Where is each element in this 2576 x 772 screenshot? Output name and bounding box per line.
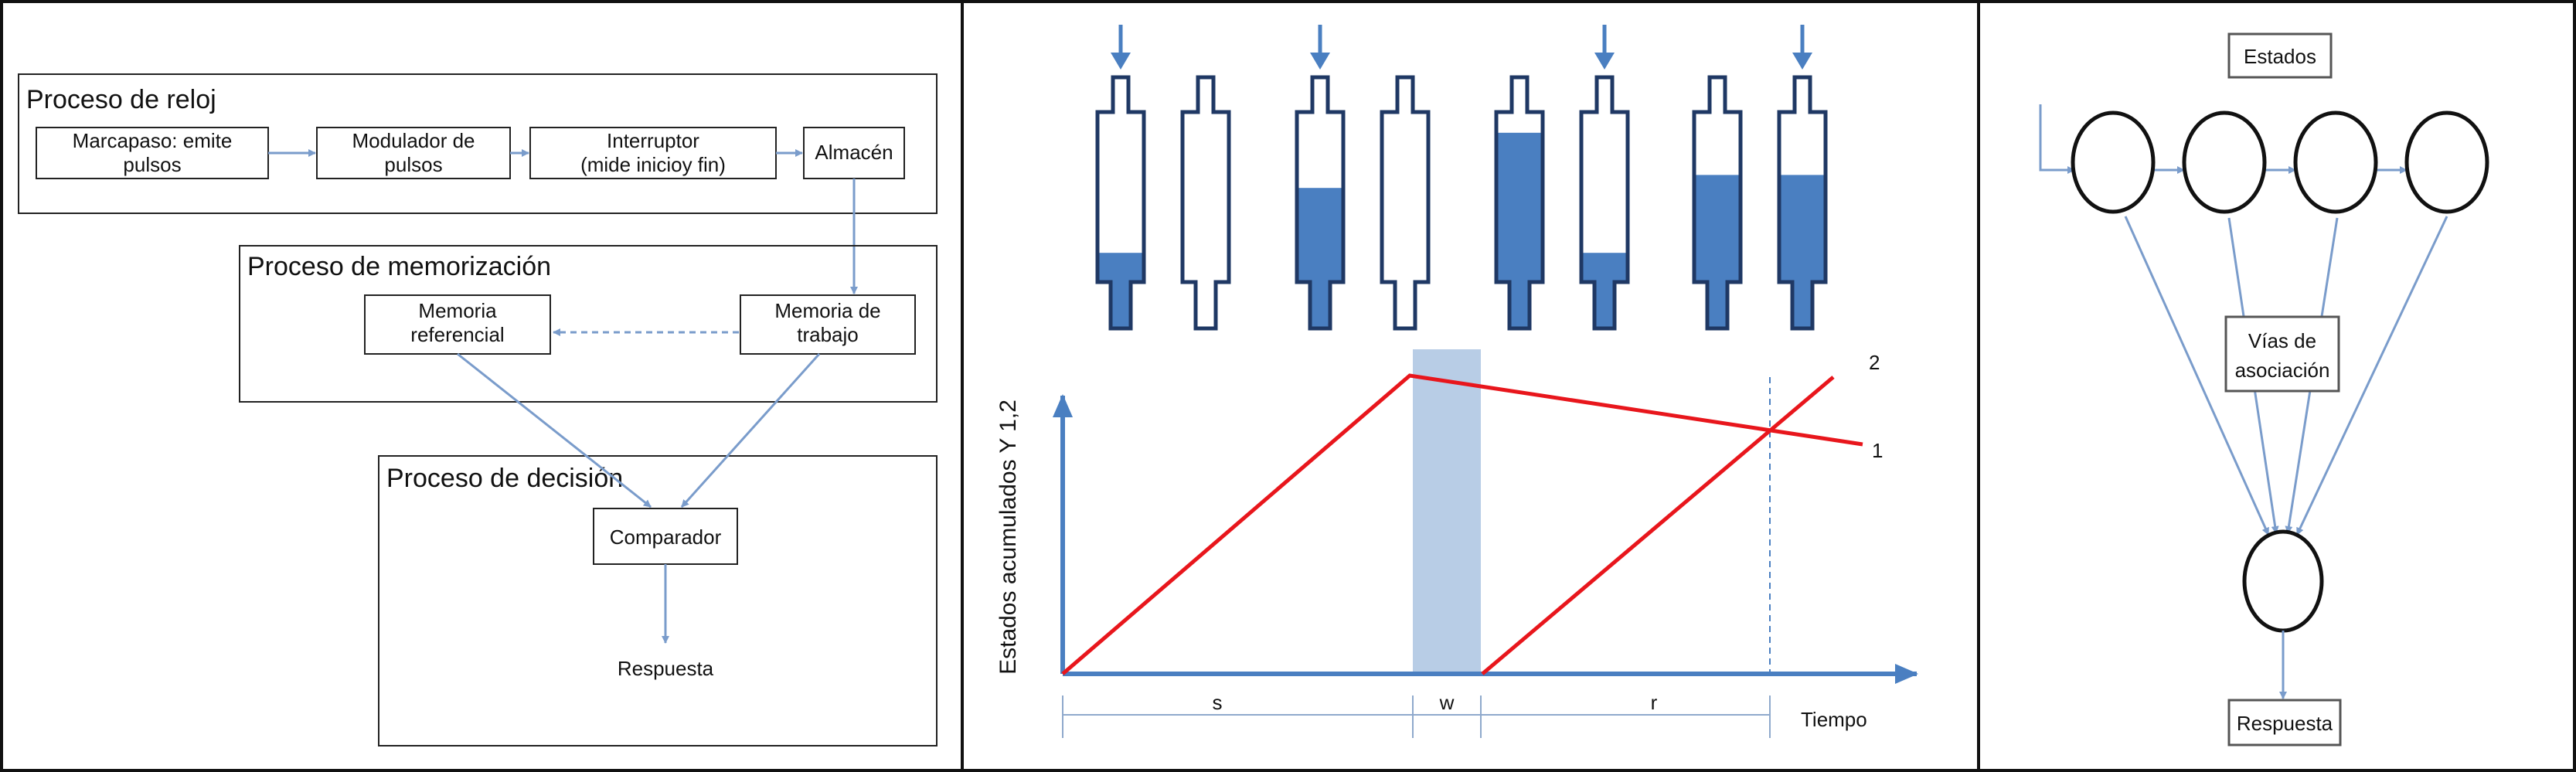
y-axis-label: Estados acumulados Y 1,2 (995, 400, 1021, 675)
working-memory-box (740, 294, 916, 355)
reference-memory-line-1: Memoria (418, 299, 497, 322)
container-4-left-nozzle-fill (1709, 281, 1726, 327)
modulator-line-2: pulsos (384, 153, 442, 176)
container-3-right (1579, 75, 1630, 331)
container-2-left-fill (1298, 188, 1342, 282)
memory-process-box (239, 245, 938, 403)
container-4-right-nozzle-fill (1794, 281, 1811, 327)
states-label: Estados (2244, 45, 2316, 68)
container-2-right (1380, 75, 1431, 331)
container-1-arrow-head (1111, 53, 1131, 70)
container-3-right-nozzle-fill (1596, 281, 1613, 327)
container-1-left (1095, 75, 1146, 331)
pacemaker-line-1: Marcapaso: emite (73, 129, 233, 152)
x-axis-label: Tiempo (1801, 708, 1867, 731)
accumulator-box (803, 127, 905, 179)
switch-line-1: Interruptor (607, 129, 699, 152)
decision-process-box (378, 455, 938, 746)
pathways-box (2224, 315, 2340, 393)
container-3-right-fill (1583, 253, 1626, 282)
pathways-line-2: asociación (2235, 359, 2330, 382)
response-label-c: Respuesta (2237, 712, 2333, 735)
container-4-arrow-head (1792, 53, 1812, 70)
pathway-4 (2295, 216, 2448, 536)
containers-row (1095, 25, 1828, 331)
segment-r-label: r (1651, 691, 1658, 714)
container-1-left-fill (1099, 253, 1142, 282)
panel-a: Proceso de reloj Marcapaso: emite pulsos… (18, 73, 938, 746)
line-1 (1061, 373, 1863, 675)
comparator-label: Comparador (610, 525, 722, 549)
state-node-2 (2182, 111, 2267, 214)
arrow-working-to-comparator (680, 352, 821, 508)
line-1-label: 1 (1872, 439, 1883, 462)
clock-process-box (18, 73, 938, 214)
container-4-left (1692, 75, 1743, 331)
container-3-arrow-head (1594, 53, 1615, 70)
switch-box (529, 127, 777, 179)
arrow-reference-to-comparator (457, 352, 652, 508)
container-2-left-nozzle-fill (1312, 281, 1329, 327)
clock-process-title: Proceso de reloj (26, 85, 216, 114)
segment-bracket (1062, 695, 1771, 738)
panel-c: Estados Vías de asociación Respuesta (2039, 32, 2489, 746)
container-3-left-fill (1498, 132, 1541, 282)
accumulator-label: Almacén (815, 141, 893, 164)
line-2 (1481, 376, 1835, 675)
states-box (2227, 32, 2333, 79)
pathway-1 (2124, 216, 2270, 536)
container-4-right-fill (1781, 175, 1824, 282)
comparator-box (593, 508, 738, 565)
container-4-right (1777, 75, 1828, 331)
pacemaker-line-2: pulsos (123, 153, 181, 176)
switch-line-2: (mide inicioy fin) (580, 153, 726, 176)
container-2-left (1295, 75, 1346, 331)
panel-b: 2 1 Estados acumulados Y 1,2 s w r Tiemp… (995, 25, 1918, 738)
reference-memory-line-2: referencial (410, 323, 504, 346)
response-node (2242, 529, 2324, 633)
response-box-c (2227, 699, 2342, 746)
container-2-arrow-head (1310, 53, 1330, 70)
modulator-line-1: Modulador de (352, 129, 475, 152)
w-interval-band (1413, 349, 1481, 674)
state-node-1 (2071, 111, 2156, 214)
segment-s-label: s (1213, 691, 1223, 714)
container-3-left (1494, 75, 1545, 331)
working-memory-line-2: trabajo (797, 323, 859, 346)
working-memory-line-1: Memoria de (774, 299, 880, 322)
response-label-a: Respuesta (618, 657, 714, 680)
decision-process-title: Proceso de decisión (386, 464, 623, 493)
state-node-4 (2404, 111, 2489, 214)
container-1-left-nozzle-fill (1112, 281, 1129, 327)
container-4-left-fill (1696, 175, 1739, 282)
line-2-label: 2 (1869, 351, 1880, 374)
segment-w-label: w (1439, 691, 1455, 714)
memory-process-title: Proceso de memorización (247, 252, 551, 281)
pacemaker-box (36, 127, 269, 179)
state-node-3 (2293, 111, 2378, 214)
container-3-left-nozzle-fill (1511, 281, 1528, 327)
pathways-line-1: Vías de (2248, 329, 2316, 352)
container-1-right (1180, 75, 1231, 331)
input-arrow (2039, 104, 2075, 174)
